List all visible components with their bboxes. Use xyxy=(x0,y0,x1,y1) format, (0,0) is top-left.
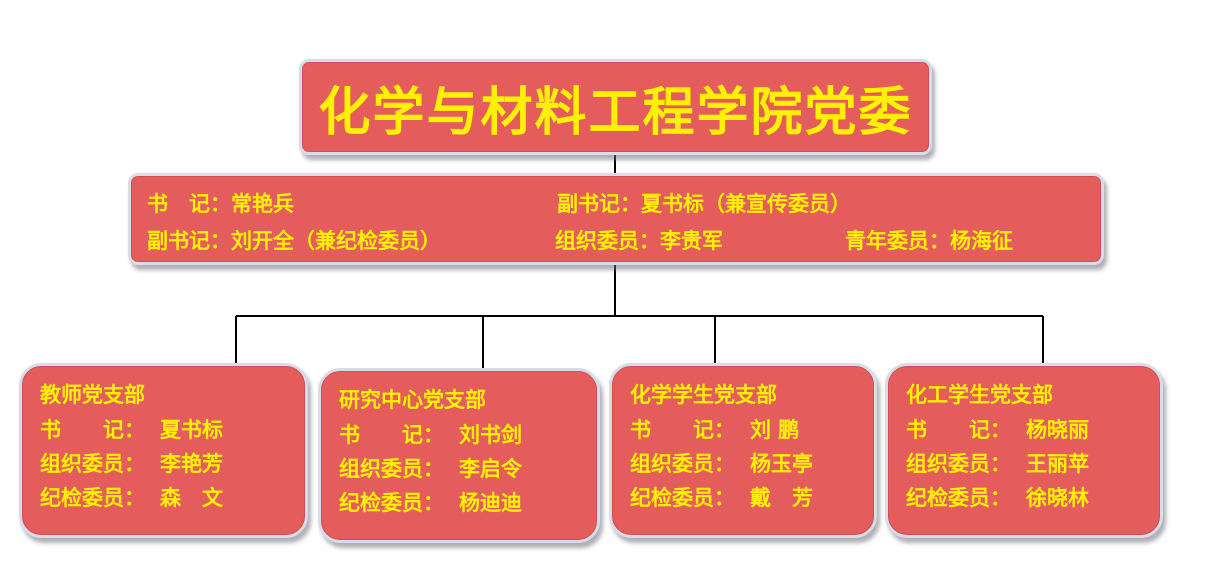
committee-secretary: 书 记：常艳兵 xyxy=(147,193,294,214)
branch-box-research-center: 研究中心党支部 书 记： 刘书剑 组织委员： 李启令 纪检委员： 杨迪迪 xyxy=(318,368,600,543)
branch-organization-name: 李启令 xyxy=(459,456,522,481)
branch-organization-row: 组织委员： 李艳芳 xyxy=(40,453,305,474)
committee-secretary-label: 书 记： xyxy=(147,191,231,216)
branch-organization-row: 组织委员： 王丽苹 xyxy=(906,453,1160,474)
branch-secretary-row: 书 记： 夏书标 xyxy=(40,419,305,440)
branch-discipline-row: 纪检委员： 戴 芳 xyxy=(630,487,874,508)
branch-secretary-label: 书 记： xyxy=(40,417,145,442)
branch-secretary-name: 夏书标 xyxy=(160,417,223,442)
branch-organization-name: 杨玉亭 xyxy=(750,451,813,476)
branch-organization-label: 组织委员： xyxy=(906,451,1011,476)
branch-organization-label: 组织委员： xyxy=(630,451,735,476)
branch-organization-name: 李艳芳 xyxy=(160,451,223,476)
branch-discipline-label: 纪检委员： xyxy=(339,490,444,515)
branch-secretary-label: 书 记： xyxy=(339,422,444,447)
committee-organization-member: 组织委员：李贵军 xyxy=(555,230,723,251)
branch-name: 化工学生党支部 xyxy=(906,382,1053,407)
committee-deputy-secretary-1: 副书记：夏书标（兼宣传委员） xyxy=(557,193,851,214)
branch-discipline-row: 纪检委员： 杨迪迪 xyxy=(339,492,597,513)
branch-secretary-label: 书 记： xyxy=(906,417,1011,442)
committee-organization-name: 李贵军 xyxy=(660,228,723,253)
branch-discipline-name: 戴 芳 xyxy=(750,485,813,510)
branch-organization-row: 组织委员： 杨玉亭 xyxy=(630,453,874,474)
committee-organization-label: 组织委员： xyxy=(555,228,660,253)
branch-organization-label: 组织委员： xyxy=(339,456,444,481)
committee-youth-member: 青年委员：杨海征 xyxy=(845,230,1013,251)
branch-secretary-row: 书 记： 刘书剑 xyxy=(339,424,597,445)
branch-name: 化学学生党支部 xyxy=(630,382,777,407)
branch-discipline-name: 徐晓林 xyxy=(1026,485,1089,510)
committee-members-box: 书 记：常艳兵 副书记：夏书标（兼宣传委员） 副书记：刘开全（兼纪检委员） 组织… xyxy=(128,173,1104,265)
branch-secretary-row: 书 记： 刘 鹏 xyxy=(630,419,874,440)
branch-discipline-row: 纪检委员： 徐晓林 xyxy=(906,487,1160,508)
branch-discipline-name: 森 文 xyxy=(160,485,223,510)
branch-organization-name: 王丽苹 xyxy=(1026,451,1089,476)
branch-box-teachers: 教师党支部 书 记： 夏书标 组织委员： 李艳芳 纪检委员： 森 文 xyxy=(19,363,308,538)
committee-deputy-secretary-2: 副书记：刘开全（兼纪检委员） xyxy=(147,230,441,251)
branch-secretary-label: 书 记： xyxy=(630,417,735,442)
committee-youth-label: 青年委员： xyxy=(845,228,950,253)
branch-discipline-label: 纪检委员： xyxy=(40,485,145,510)
branch-discipline-name: 杨迪迪 xyxy=(459,490,522,515)
branch-secretary-name: 刘 鹏 xyxy=(750,417,800,442)
branch-name: 研究中心党支部 xyxy=(339,387,486,412)
party-committee-title-box: 化学与材料工程学院党委 xyxy=(299,59,932,155)
committee-deputy-1-name: 夏书标（兼宣传委员） xyxy=(641,191,851,216)
committee-deputy-2-name: 刘开全（兼纪检委员） xyxy=(231,228,441,253)
committee-youth-name: 杨海征 xyxy=(950,228,1013,253)
branch-secretary-row: 书 记： 杨晓丽 xyxy=(906,419,1160,440)
branch-box-chemical-engineering-students: 化工学生党支部 书 记： 杨晓丽 组织委员： 王丽苹 纪检委员： 徐晓林 xyxy=(885,363,1163,538)
branch-organization-label: 组织委员： xyxy=(40,451,145,476)
committee-secretary-name: 常艳兵 xyxy=(231,191,294,216)
branch-discipline-label: 纪检委员： xyxy=(630,485,735,510)
branch-box-chemistry-students: 化学学生党支部 书 记： 刘 鹏 组织委员： 杨玉亭 纪检委员： 戴 芳 xyxy=(609,363,877,538)
branch-secretary-name: 杨晓丽 xyxy=(1026,417,1089,442)
branch-discipline-label: 纪检委员： xyxy=(906,485,1011,510)
branch-name: 教师党支部 xyxy=(40,382,145,407)
branch-secretary-name: 刘书剑 xyxy=(459,422,522,447)
branch-discipline-row: 纪检委员： 森 文 xyxy=(40,487,305,508)
committee-deputy-1-label: 副书记： xyxy=(557,191,641,216)
branch-organization-row: 组织委员： 李启令 xyxy=(339,458,597,479)
party-committee-title: 化学与材料工程学院党委 xyxy=(318,81,913,143)
committee-deputy-2-label: 副书记： xyxy=(147,228,231,253)
